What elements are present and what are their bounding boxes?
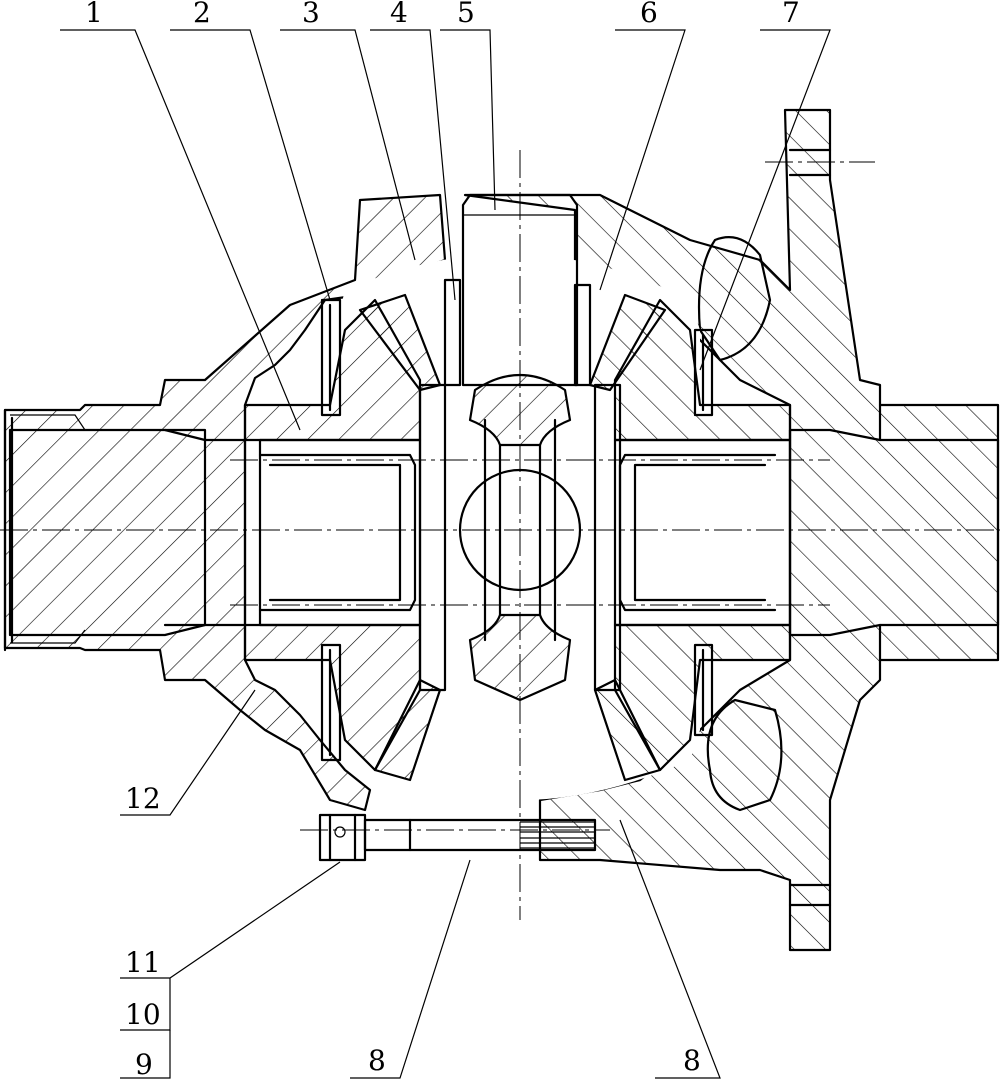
label-9: 9 <box>135 1048 153 1081</box>
label-8-left: 8 <box>368 1044 386 1077</box>
label-2: 2 <box>193 0 211 29</box>
left-side-gear <box>243 298 422 772</box>
label-7: 7 <box>782 0 800 29</box>
right-side-gear <box>613 298 792 772</box>
label-1: 1 <box>85 0 103 29</box>
label-12: 12 <box>125 782 161 815</box>
leader-lines <box>60 29 831 1079</box>
label-3: 3 <box>302 0 320 29</box>
label-8-right: 8 <box>683 1044 701 1077</box>
label-10: 10 <box>125 998 161 1031</box>
inner-cavity <box>335 254 700 800</box>
label-11: 11 <box>125 946 161 979</box>
bolt <box>318 813 597 862</box>
label-5: 5 <box>457 0 475 29</box>
label-6: 6 <box>640 0 658 29</box>
label-4: 4 <box>390 0 408 29</box>
part-labels: 1 2 3 4 5 6 7 12 11 10 9 8 8 <box>85 0 800 1081</box>
center-lines <box>0 150 1000 920</box>
